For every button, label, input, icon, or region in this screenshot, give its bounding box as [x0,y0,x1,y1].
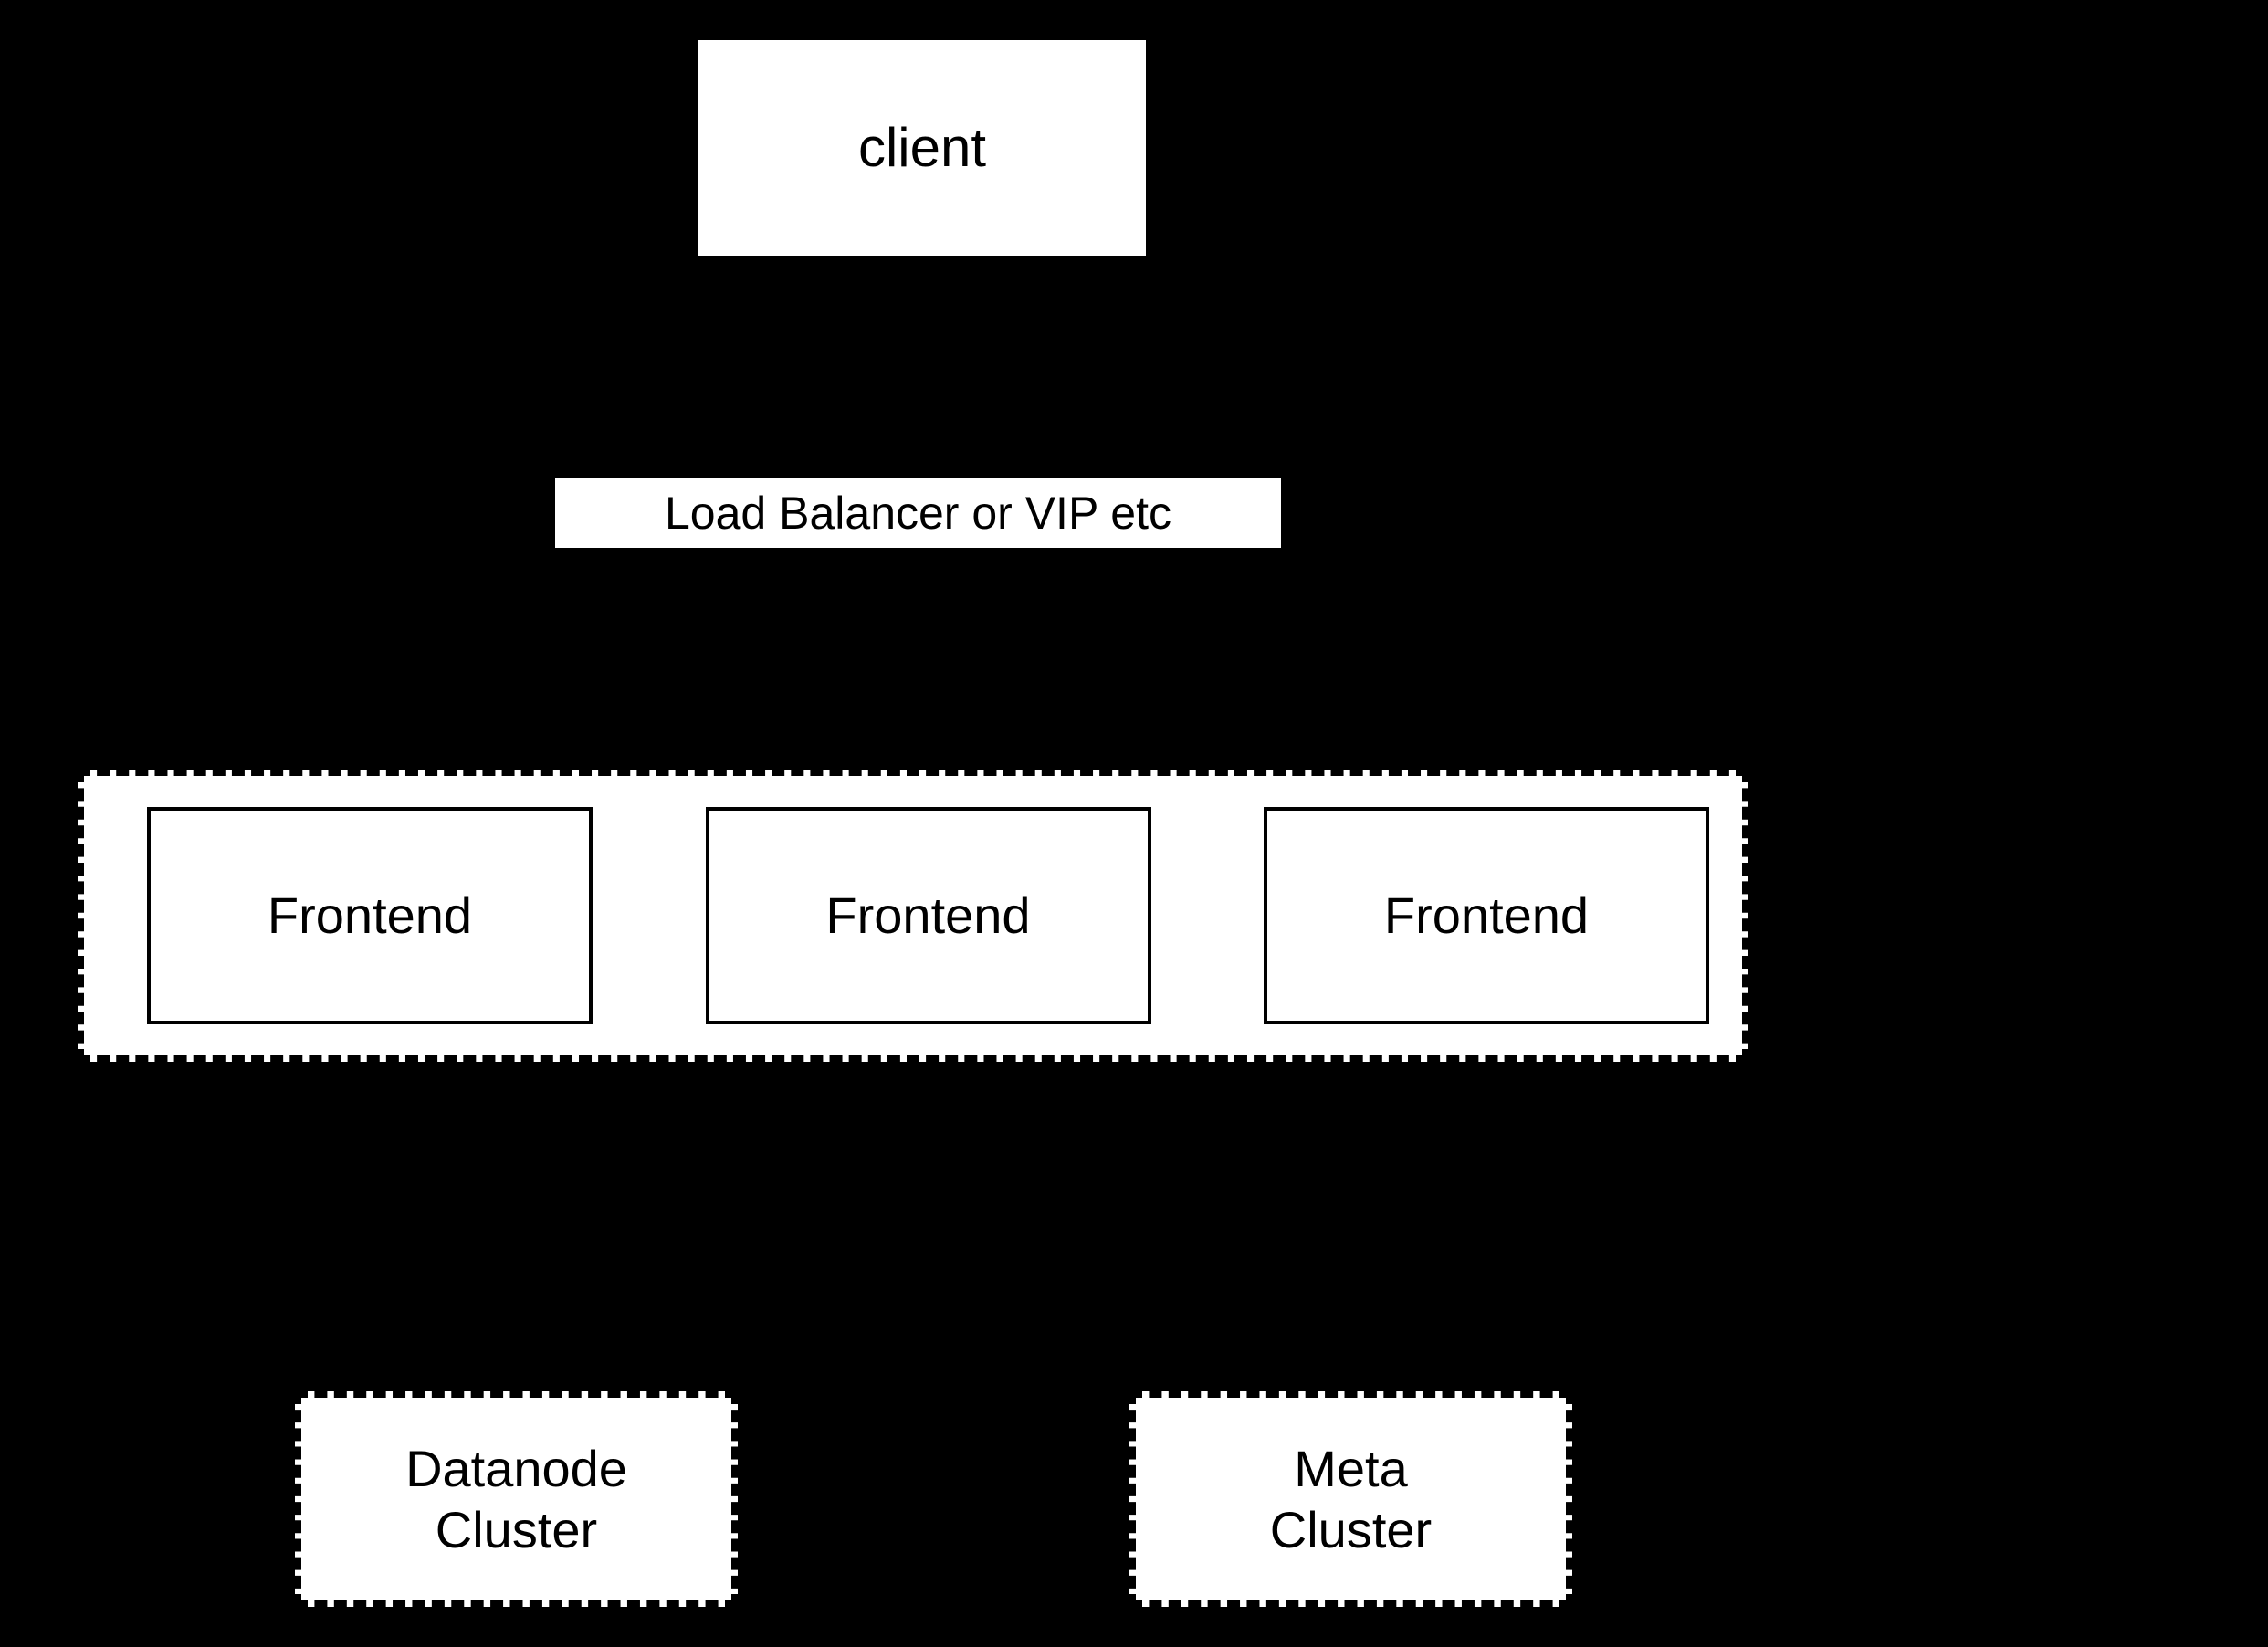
datanode-cluster-node: Datanode Cluster [295,1391,738,1607]
load-balancer-node: Load Balancer or VIP etc [555,478,1281,548]
frontend-label-3: Frontend [1383,886,1590,945]
client-node: client [698,40,1146,256]
frontend-label-1: Frontend [267,886,473,945]
frontend-node-3: Frontend [1264,807,1709,1024]
frontend-group-container: Frontend Frontend Frontend [78,770,1748,1062]
client-label: client [857,117,987,178]
datanode-cluster-label: Datanode Cluster [405,1439,627,1558]
load-balancer-label: Load Balancer or VIP etc [665,488,1171,539]
meta-cluster-node: Meta Cluster [1129,1391,1572,1607]
frontend-label-2: Frontend [825,886,1031,945]
frontend-node-2: Frontend [705,807,1151,1024]
meta-cluster-label: Meta Cluster [1269,1439,1433,1558]
frontend-node-1: Frontend [147,807,593,1024]
